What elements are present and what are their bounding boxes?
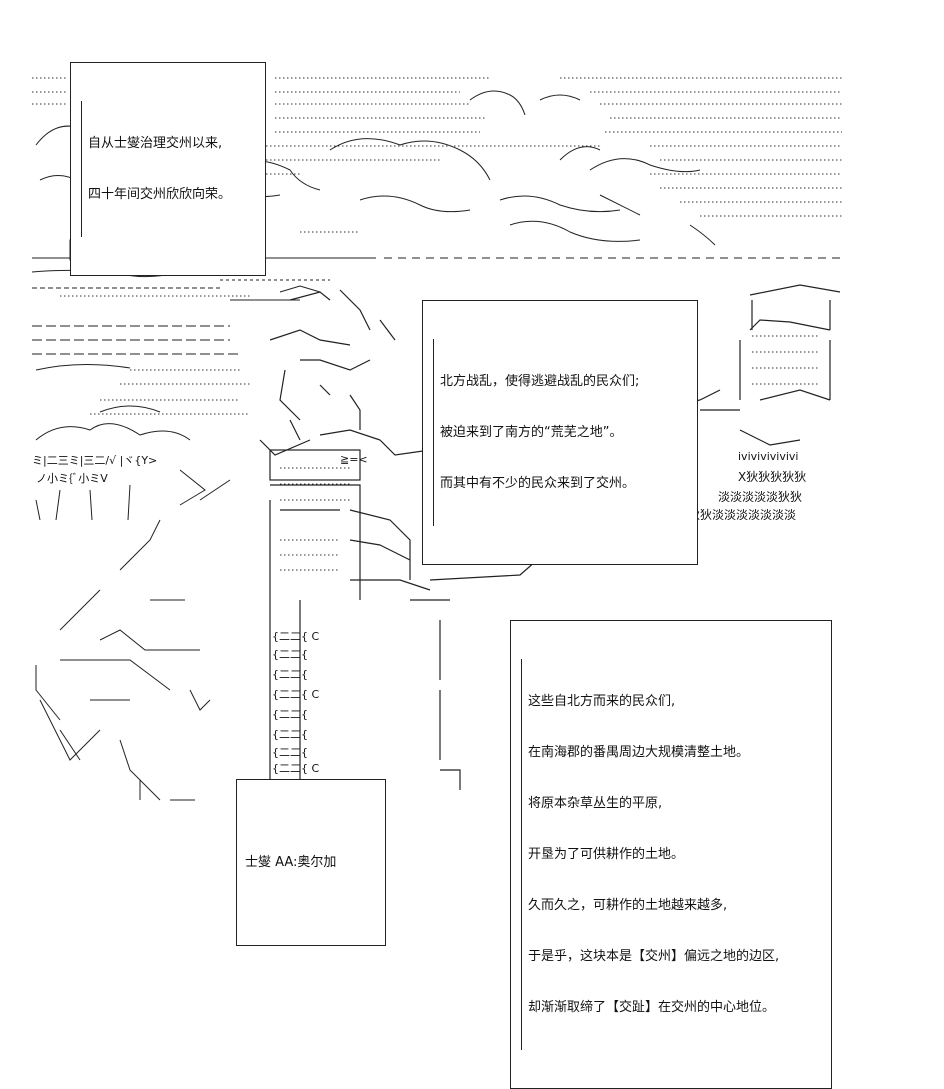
- pillar-row-4: {二二{ C: [272, 688, 320, 701]
- hill-text: ノ小ミ{ﾞ小ミV: [36, 472, 108, 485]
- crowd-row-4: 狄狄淡淡淡淡淡淡淡: [688, 508, 797, 522]
- pillar-row-5: {二二{: [272, 708, 308, 721]
- pillar-row-6: {二二{: [272, 728, 308, 741]
- caption-middle: 北方战乱，使得逃避战乱的民众们; 被迫来到了南方的“荒芜之地”。 而其中有不少的…: [422, 300, 698, 565]
- caption-middle-line-1: 北方战乱，使得逃避战乱的民众们;: [440, 374, 640, 389]
- caption-right: 这些自北方而来的民众们, 在南海郡的番禺周边大规模清整土地。 将原本杂草丛生的平…: [510, 620, 832, 1089]
- caption-middle-line-3: 而其中有不少的民众来到了交州。: [440, 476, 636, 491]
- caption-right-line-6: 于是乎，这块本是【交州】偏远之地的边区,: [528, 949, 780, 964]
- pillar-row-2: {二二{: [272, 648, 308, 661]
- left-hills-and-trees: [35, 405, 231, 801]
- caption-right-line-3: 将原本杂草丛生的平原,: [528, 796, 663, 811]
- caption-right-line-7: 却渐渐取缔了【交趾】在交州的中心地位。: [528, 1000, 776, 1015]
- caption-top-line-1: 自从士燮治理交州以来,: [88, 136, 223, 151]
- pillar-row-8: {二二{ C: [272, 762, 320, 775]
- pillar-row-7: {二二{: [272, 746, 308, 759]
- ascii-art-scene: ivivivivivivi X狄狄狄狄狄 淡淡淡淡淡狄狄 狄狄淡淡淡淡淡淡淡 |…: [31, 62, 842, 1089]
- caption-right-line-4: 开垦为了可供耕作的土地。: [528, 847, 685, 862]
- signpost-text: ミ|二三ミ|三二/√ |ヾ{Y>: [32, 454, 158, 467]
- right-tower: [739, 284, 841, 446]
- pillar-row-3: {二二{: [272, 668, 308, 681]
- caption-top-line-2: 四十年间交州欣欣向荣。: [88, 187, 232, 202]
- caption-middle-line-2: 被迫来到了南方的“荒芜之地”。: [440, 425, 623, 440]
- robe-mark: ≧=<: [340, 453, 368, 466]
- caption-right-line-1: 这些自北方而来的民众们,: [528, 694, 676, 709]
- credit-text: 士燮 AA:奥尔加: [245, 855, 337, 870]
- pillar-row-1: {二二{ C: [272, 630, 320, 643]
- caption-right-line-5: 久而久之，可耕作的土地越来越多,: [528, 898, 728, 913]
- caption-top: 自从士燮治理交州以来, 四十年间交州欣欣向荣。: [70, 62, 266, 276]
- credit-label: 士燮 AA:奥尔加: [236, 779, 386, 946]
- caption-right-line-2: 在南海郡的番禺周边大规模清整土地。: [528, 745, 750, 760]
- crowd-row-1: ivivivivivivi: [738, 450, 799, 463]
- crowd-row-2: X狄狄狄狄狄: [738, 470, 807, 484]
- crowd-row-3: 淡淡淡淡淡狄狄: [718, 490, 803, 504]
